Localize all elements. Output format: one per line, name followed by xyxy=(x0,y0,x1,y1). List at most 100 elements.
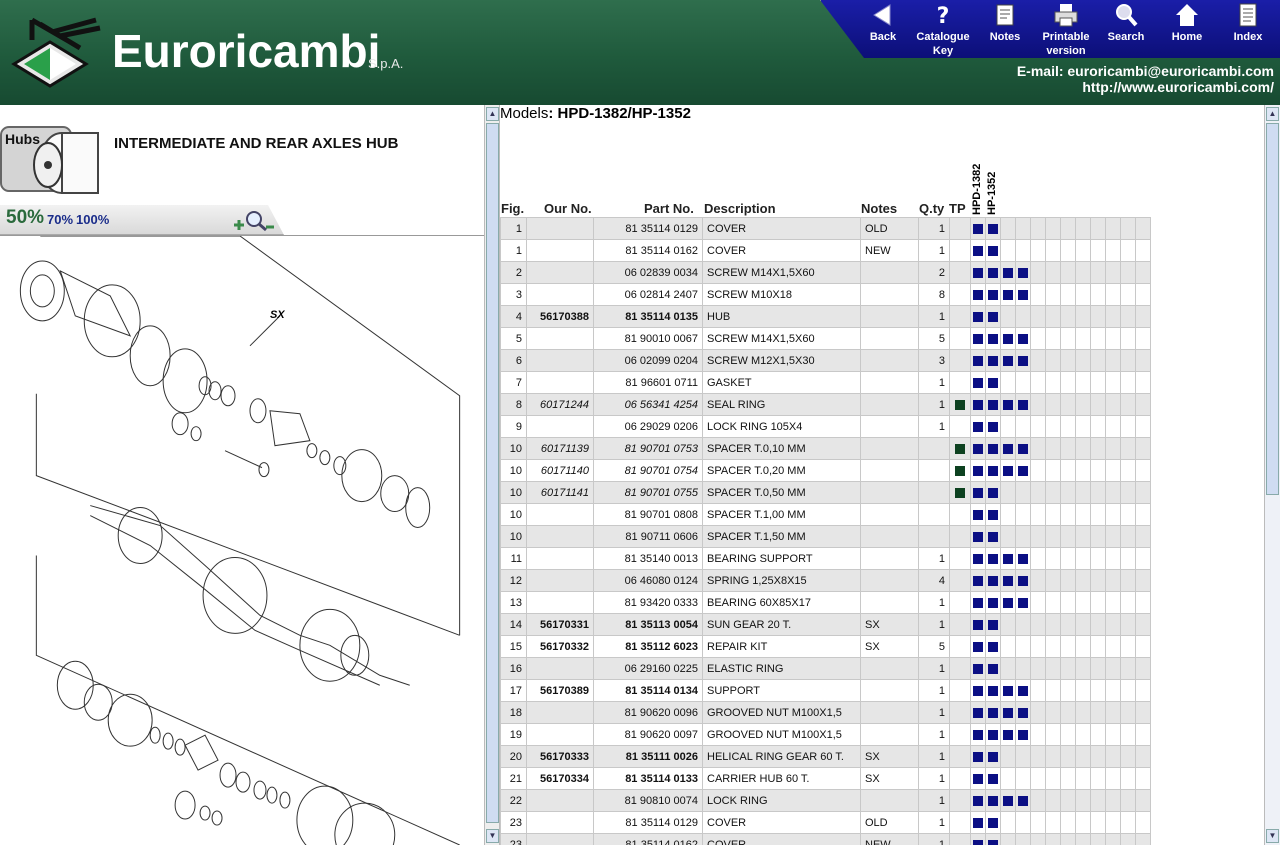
description-cell: REPAIR KIT xyxy=(702,635,861,658)
fig-link[interactable]: 20 xyxy=(500,745,527,768)
zoom-100-link[interactable]: 100% xyxy=(76,212,110,227)
fig-link[interactable]: 9 xyxy=(500,415,527,438)
fig-link[interactable]: 10 xyxy=(500,503,527,526)
fig-link[interactable]: 18 xyxy=(500,701,527,724)
qty-cell: 1 xyxy=(918,415,950,438)
model-fit-cell xyxy=(970,305,986,328)
zoom-in-icon[interactable] xyxy=(232,209,276,233)
fig-link[interactable]: 7 xyxy=(500,371,527,394)
exploded-parts-drawing[interactable]: SX xyxy=(0,235,484,845)
fig-link[interactable]: 19 xyxy=(500,723,527,746)
zoom-50-link[interactable]: 50% xyxy=(6,207,45,228)
fig-link[interactable]: 11 xyxy=(500,547,527,570)
fig-link[interactable]: 21 xyxy=(500,767,527,790)
fig-link[interactable]: 5 xyxy=(500,327,527,350)
fig-link[interactable]: 23 xyxy=(500,811,527,834)
fig-link[interactable]: 13 xyxy=(500,591,527,614)
fig-link[interactable]: 4 xyxy=(500,305,527,328)
model-fit-cell xyxy=(1135,261,1151,284)
fig-link[interactable]: 6 xyxy=(500,349,527,372)
tp-marker-icon xyxy=(955,443,965,454)
description-cell: GASKET xyxy=(702,371,861,394)
description-cell: SUPPORT xyxy=(702,679,861,702)
description-cell: SPACER T.0,10 MM xyxy=(702,437,861,460)
description-cell: GROOVED NUT M100X1,5 xyxy=(702,723,861,746)
model-fit-cell xyxy=(970,437,986,460)
contact-url[interactable]: http://www.euroricambi.com/ xyxy=(1082,79,1274,95)
fig-link[interactable]: 22 xyxy=(500,789,527,812)
right-scrollbar[interactable]: ▲ ▼ xyxy=(1264,105,1280,845)
nav-button-home[interactable]: Home xyxy=(1156,2,1218,44)
nav-button-back[interactable]: Back xyxy=(852,2,914,44)
nav-button-search[interactable]: Search xyxy=(1095,2,1157,44)
fig-link[interactable]: 1 xyxy=(500,239,527,262)
fig-link[interactable]: 14 xyxy=(500,613,527,636)
fig-link[interactable]: 10 xyxy=(500,459,527,482)
fig-link[interactable]: 8 xyxy=(500,393,527,416)
fig-link[interactable]: 10 xyxy=(500,437,527,460)
nav-button-notes[interactable]: Notes xyxy=(974,2,1036,44)
part-no-cell: 81 35114 0135 xyxy=(593,305,703,328)
left-scrollbar[interactable]: ▲ ▼ xyxy=(484,105,500,845)
fig-link[interactable]: 15 xyxy=(500,635,527,658)
fig-link[interactable]: 2 xyxy=(500,261,527,284)
scroll-thumb[interactable] xyxy=(1266,123,1279,495)
model-fit-cell xyxy=(1060,767,1076,790)
nav-button-printable-version[interactable]: Printable version xyxy=(1035,2,1097,58)
col-fig: Fig. xyxy=(501,201,525,216)
fig-link[interactable]: 1 xyxy=(500,217,527,240)
model-fit-cell xyxy=(1060,591,1076,614)
qty-cell: 1 xyxy=(918,547,950,570)
fig-link[interactable]: 3 xyxy=(500,283,527,306)
scroll-up-arrow-icon[interactable]: ▲ xyxy=(486,107,499,121)
nav-button-catalogue-key[interactable]: ?Catalogue Key xyxy=(912,2,974,58)
fig-link[interactable]: 12 xyxy=(500,569,527,592)
zoom-70-link[interactable]: 70% xyxy=(47,212,74,227)
scroll-down-arrow-icon[interactable]: ▼ xyxy=(1266,829,1279,843)
fig-link[interactable]: 16 xyxy=(500,657,527,680)
qty-cell: 2 xyxy=(918,261,950,284)
tp-cell xyxy=(949,503,971,526)
model-fit-cell xyxy=(1105,393,1121,416)
nav-button-index[interactable]: Index xyxy=(1217,2,1279,44)
scroll-thumb[interactable] xyxy=(486,123,499,823)
scroll-up-arrow-icon[interactable]: ▲ xyxy=(1266,107,1279,121)
contact-email[interactable]: E-mail: euroricambi@euroricambi.com xyxy=(1016,63,1274,79)
fig-link[interactable]: 10 xyxy=(500,481,527,504)
fig-link[interactable]: 17 xyxy=(500,679,527,702)
model-fit-cell xyxy=(1105,305,1121,328)
scroll-down-arrow-icon[interactable]: ▼ xyxy=(486,829,499,843)
fig-link[interactable]: 23 xyxy=(500,833,527,845)
fig-link[interactable]: 10 xyxy=(500,525,527,548)
model-fit-cell xyxy=(1060,635,1076,658)
